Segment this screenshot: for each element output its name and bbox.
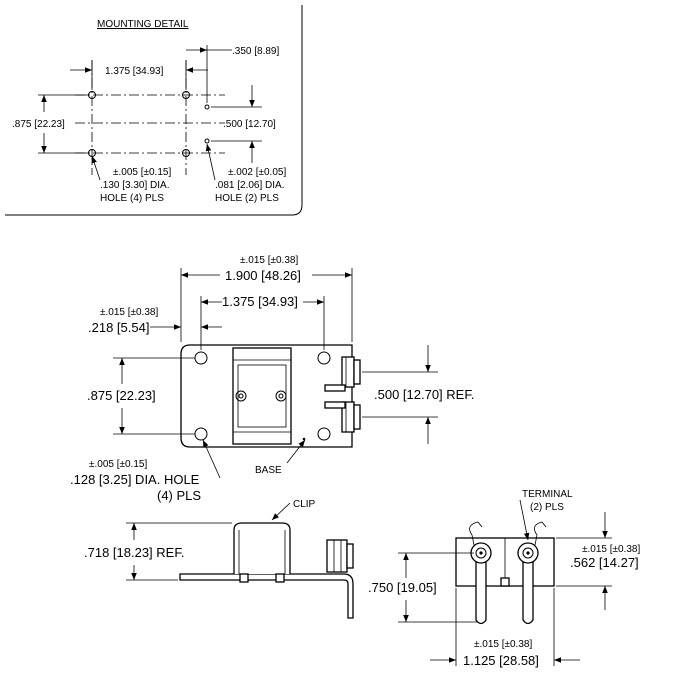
side-terminal: [326, 539, 354, 573]
base-hole-diameter: .128 [3.25] DIA. HOLE: [70, 472, 200, 487]
side-base-plate: [179, 573, 354, 619]
hole-spacing: 1.375 [34.93]: [222, 294, 298, 309]
end-width: 1.125 [28.58]: [463, 653, 539, 668]
detail-offset-dim: .350 [8.89]: [232, 46, 279, 57]
end-height: .562 [14.27]: [570, 555, 639, 570]
edge-offset: .218 [5.54]: [88, 320, 149, 335]
mount-hole-top-right: [182, 91, 190, 99]
detail-height-dim: .875 [22.23]: [12, 119, 65, 130]
small-hole-diameter: .081 [2.06] DIA.: [215, 180, 285, 191]
end-terminal-right: [517, 521, 547, 625]
end-height-tolerance: ±.015 [±0.38]: [582, 544, 640, 555]
mount-hole-bottom-right: [182, 149, 190, 157]
end-view: TERMINAL (2) PLS ±.015 [±0.38] .562 [14.…: [368, 489, 640, 668]
terminal-spacing-ref: .500 [12.70] REF.: [374, 387, 474, 402]
mounting-detail-title: MOUNTING DETAIL: [97, 19, 189, 30]
top-view-height: .875 [22.23]: [87, 388, 156, 403]
clip-top: [232, 347, 292, 445]
top-terminal-upper: [324, 356, 361, 392]
base-hole-bottom-right: [317, 427, 331, 441]
base-hole-top-right: [317, 351, 331, 365]
side-height-ref: .718 [18.23] REF.: [84, 545, 184, 560]
edge-offset-tolerance: ±.015 [±0.38]: [100, 307, 158, 318]
end-terminal-left: [469, 521, 492, 625]
mounting-detail: MOUNTING DETAIL 1.375 [34.93] .350 [8.89…: [5, 5, 303, 216]
large-hole-diameter: .130 [3.30] DIA.: [100, 180, 170, 191]
terminal-hole-upper: [204, 104, 210, 110]
terminal-hole-lower: [204, 138, 210, 144]
detail-small-spacing-dim: .500 [12.70]: [223, 119, 276, 130]
end-width-tolerance: ±.015 [±0.38]: [474, 639, 532, 650]
side-clip: [233, 522, 291, 574]
overall-width: 1.900 [48.26]: [225, 268, 301, 283]
base-hole-count: (4) PLS: [157, 488, 201, 503]
detail-width-dim: 1.375 [34.93]: [105, 66, 164, 77]
mount-hole-top-left: [88, 91, 96, 99]
small-hole-count: HOLE (2) PLS: [215, 193, 279, 204]
clip-rivet-left: [235, 390, 247, 402]
side-view: CLIP .718 [18.23] REF.: [84, 499, 354, 619]
detail-frame: [5, 5, 303, 216]
clip-label: CLIP: [293, 499, 316, 510]
end-terminal-height: .750 [19.05]: [368, 580, 437, 595]
terminal-label: TERMINAL: [522, 489, 573, 500]
top-view: ±.015 [±0.38] 1.900 [48.26] 1.375 [34.93…: [70, 255, 474, 503]
top-terminal-lower: [324, 401, 361, 433]
base-label: BASE: [255, 465, 282, 476]
base-hole-tolerance: ±.005 [±0.15]: [89, 459, 147, 470]
terminal-count: (2) PLS: [530, 502, 564, 513]
overall-width-tolerance: ±.015 [±0.38]: [240, 255, 298, 266]
large-hole-tolerance: ±.005 [±0.15]: [113, 167, 171, 178]
clip-rivet-right: [275, 390, 287, 402]
small-hole-tolerance: ±.002 [±0.05]: [228, 167, 286, 178]
large-hole-count: HOLE (4) PLS: [100, 193, 164, 204]
